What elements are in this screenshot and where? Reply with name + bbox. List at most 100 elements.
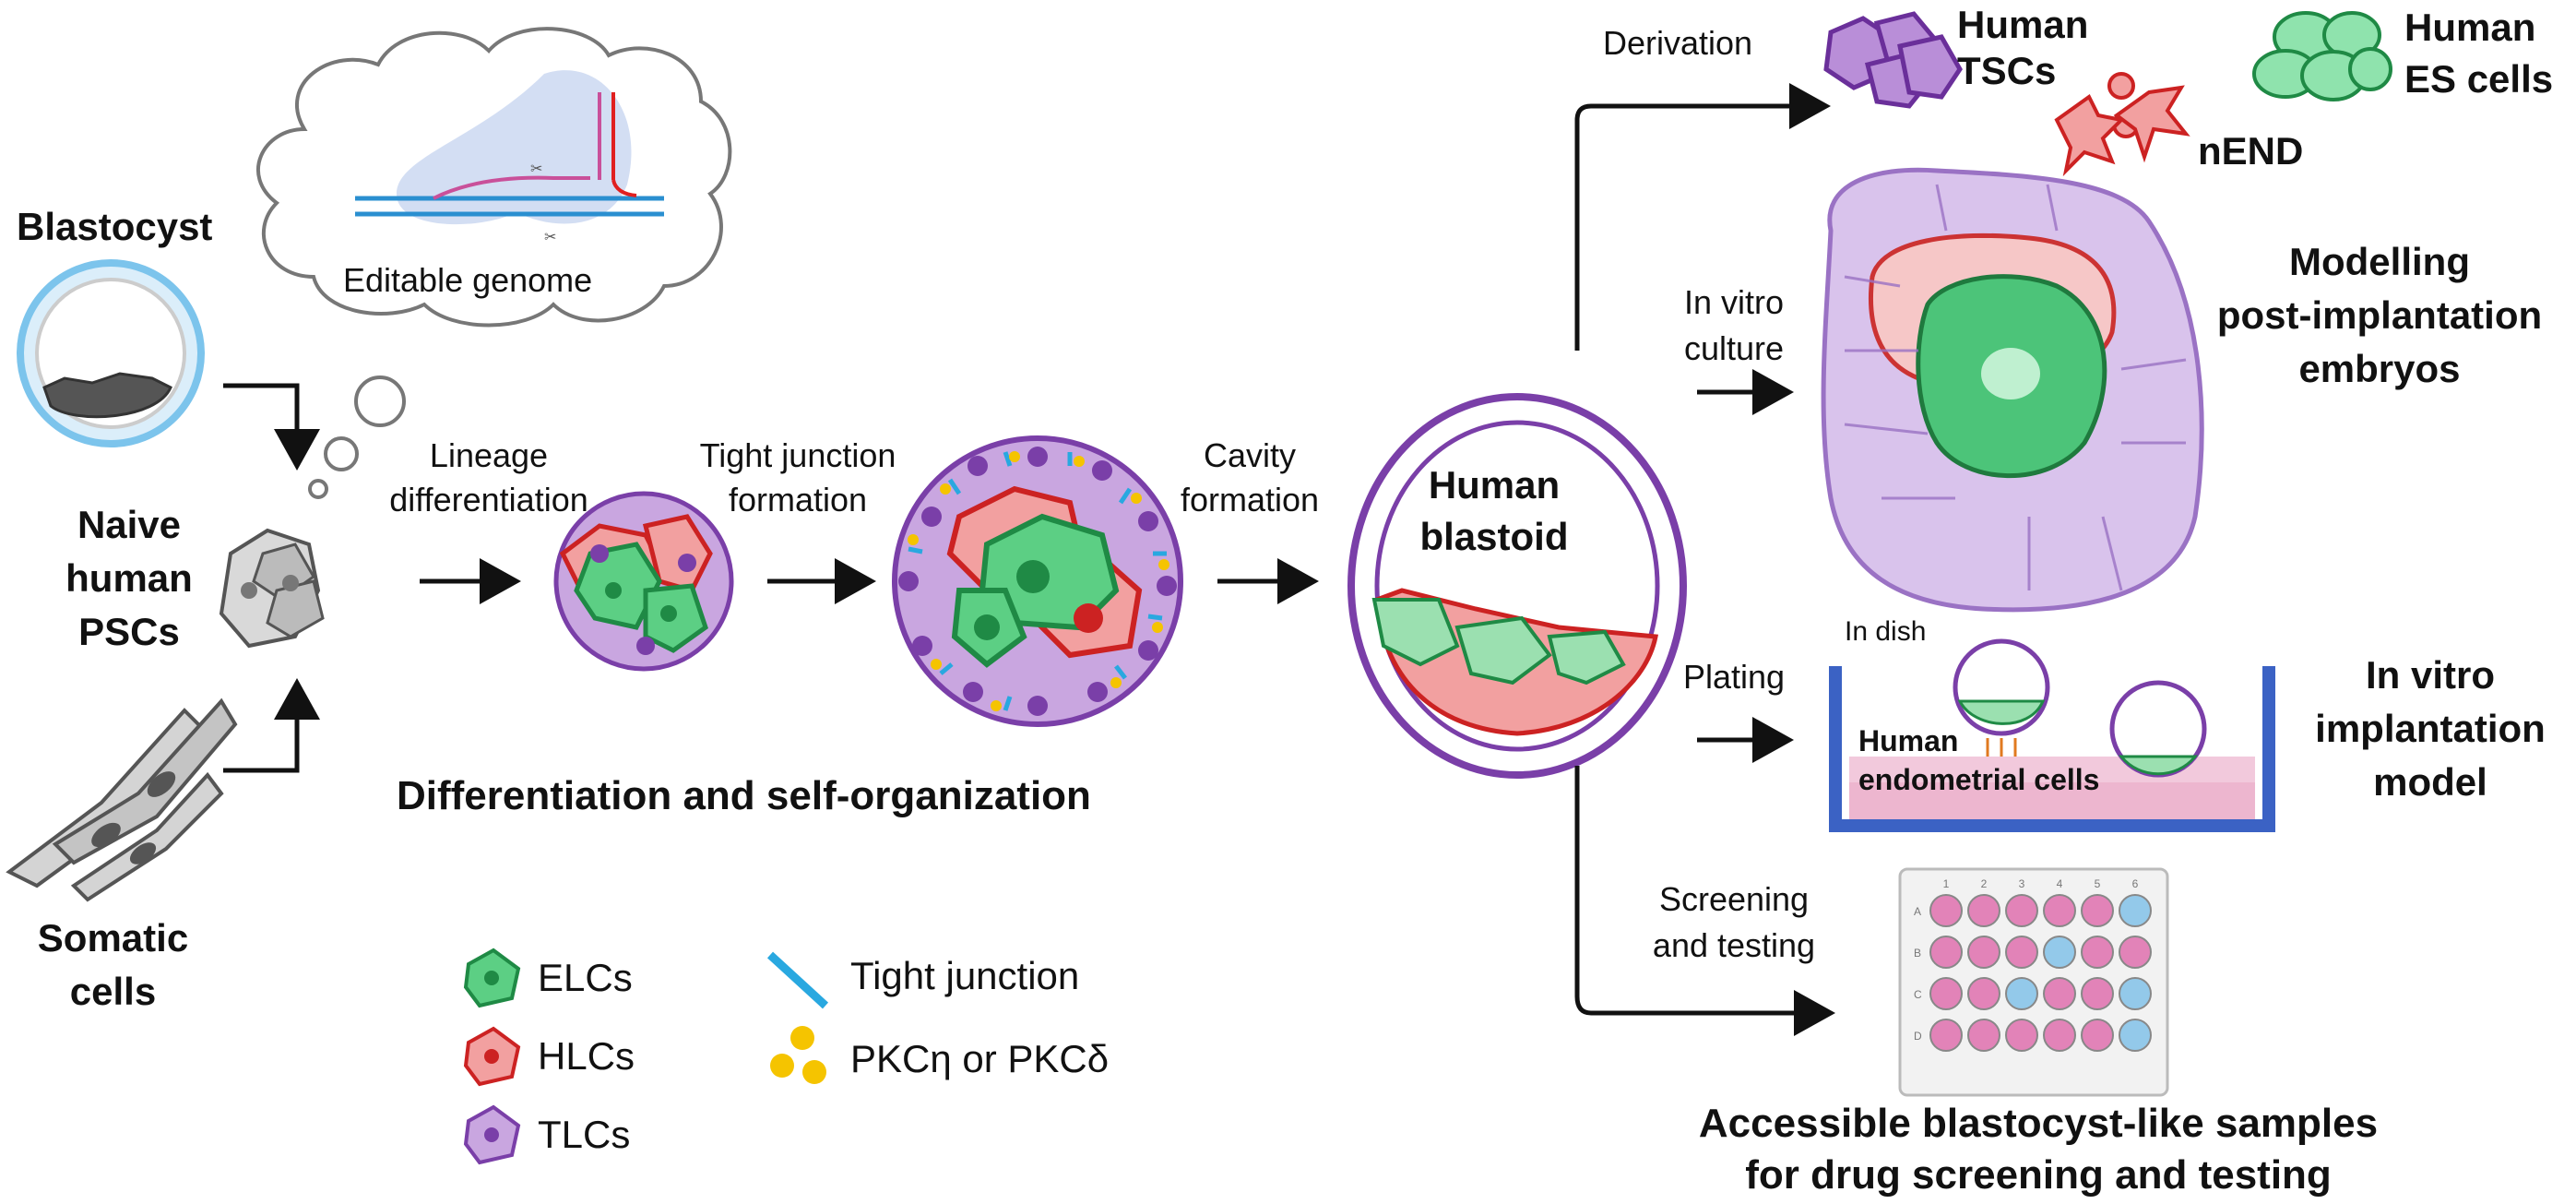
- naive-psc-label: Naive human PSCs: [65, 498, 194, 659]
- plate-well: [2119, 1019, 2152, 1052]
- cavity-line2: formation: [1180, 481, 1320, 519]
- nend-cells-icon: [2054, 72, 2190, 177]
- access-line2: for drug screening and testing: [1745, 1152, 2332, 1198]
- plate-well: [2119, 977, 2152, 1010]
- es-line1: Human: [2404, 6, 2536, 49]
- naive-psc-label-line2: human: [65, 556, 193, 600]
- endo-line1: Human: [1858, 724, 1959, 757]
- pkc-legend-icon: [770, 1026, 826, 1084]
- plate-column-label: 4: [2057, 877, 2063, 890]
- somatic-label-line2: cells: [69, 970, 157, 1013]
- legend-tlcs: TLCs: [538, 1113, 631, 1156]
- plate-row-label: A: [1914, 905, 1921, 918]
- tight-junction-cluster-icon: [892, 435, 1183, 727]
- svg-text:✂: ✂: [530, 161, 542, 177]
- human-tscs-label: Human TSCs: [1957, 2, 2088, 94]
- plate-well: [1967, 1019, 2000, 1052]
- early-cluster-icon: [553, 491, 734, 672]
- cavity-formation-label: Cavity formation: [1157, 434, 1342, 522]
- modelling-line1: Modelling: [2289, 240, 2470, 283]
- plate-well: [1967, 894, 2000, 927]
- plate-well: [2119, 894, 2152, 927]
- plate-row-label: C: [1914, 988, 1922, 1001]
- plate-well: [2043, 936, 2076, 969]
- dna-strand-icon: ✂ ✂: [355, 70, 664, 245]
- plate-well: [2081, 977, 2114, 1010]
- somatic-label-line1: Somatic: [37, 916, 189, 960]
- tight-junction-formation-label: Tight junction formation: [673, 434, 922, 522]
- modelling-line3: embryos: [2298, 347, 2461, 390]
- tight-line1: Tight junction: [699, 436, 896, 474]
- plate-well: [2081, 1019, 2114, 1052]
- derivation-label: Derivation: [1603, 24, 1753, 62]
- invitro-line1: In vitro: [1683, 283, 1785, 321]
- invitro-culture-label: In vitro culture: [1669, 280, 1798, 372]
- es-line2: ES cells: [2404, 57, 2554, 101]
- somatic-cells-icon: [6, 697, 238, 902]
- implant-line2: implantation: [2315, 707, 2546, 750]
- plate-well: [2043, 894, 2076, 927]
- plate-well: [2081, 894, 2114, 927]
- plate-wells: 1 2 3 4 5 6A B C D: [1914, 877, 2152, 1052]
- endo-line2: endometrial cells: [1858, 763, 2100, 796]
- screening-line1: Screening: [1658, 880, 1810, 918]
- implantation-dish-icon: [1829, 638, 2275, 832]
- screening-line2: and testing: [1652, 926, 1816, 964]
- human-es-cells-icon: [2252, 11, 2392, 101]
- blastoid-line1: Human: [1428, 463, 1561, 507]
- plate-well: [2005, 977, 2038, 1010]
- legend-elcs: ELCs: [538, 956, 633, 999]
- in-dish-label: In dish: [1845, 616, 1927, 647]
- access-line1: Accessible blastocyst-like samples: [1698, 1101, 2379, 1146]
- blastoid-line2: blastoid: [1419, 515, 1569, 558]
- plate-well: [2119, 936, 2152, 969]
- implantation-model-label: In vitro implantation model: [2306, 649, 2555, 809]
- legend-pkc: PKCη or PKCδ: [850, 1037, 1110, 1080]
- implant-line1: In vitro: [2365, 653, 2495, 697]
- svg-text:✂: ✂: [544, 230, 556, 245]
- invitro-line2: culture: [1683, 329, 1785, 367]
- accessible-samples-label: Accessible blastocyst-like samples for d…: [1623, 1098, 2453, 1201]
- plate-well: [1967, 936, 2000, 969]
- plate-column-label: 1: [1943, 877, 1950, 890]
- plate-well: [2005, 894, 2038, 927]
- plate-column-label: 2: [1981, 877, 1988, 890]
- section-title: Differentiation and self-organization: [397, 773, 1091, 818]
- plate-well: [1929, 936, 1963, 969]
- legend-icons: [463, 948, 829, 1165]
- plate-well: [2043, 977, 2076, 1010]
- plate-column-label: 6: [2132, 877, 2139, 890]
- plating-label: Plating: [1683, 658, 1786, 696]
- plate-well: [1929, 1019, 1963, 1052]
- modelling-label: Modelling post-implantation embryos: [2190, 235, 2569, 396]
- plate-column-label: 3: [2019, 877, 2025, 890]
- human-es-cells-label: Human ES cells: [2404, 2, 2553, 105]
- human-blastoid-label: Human blastoid: [1402, 459, 1586, 563]
- naive-psc-label-line1: Naive: [77, 503, 182, 546]
- plate-row-label: B: [1914, 947, 1921, 960]
- plate-well: [1929, 977, 1963, 1010]
- implant-line3: model: [2373, 760, 2487, 804]
- plate-row-label: D: [1914, 1030, 1922, 1043]
- endometrial-cells-label: Human endometrial cells: [1858, 721, 2099, 799]
- lineage-line1: Lineage: [429, 436, 549, 474]
- plate-well: [2043, 1019, 2076, 1052]
- lineage-line2: differentiation: [389, 481, 588, 519]
- plate-column-label: 5: [2095, 877, 2101, 890]
- human-tscs-icon: [1823, 11, 1963, 109]
- naive-psc-cluster-icon: [219, 528, 325, 649]
- nend-label: nEND: [2198, 129, 2304, 173]
- blastocyst-label: Blastocyst: [17, 205, 213, 248]
- genome-caption: Editable genome: [343, 261, 593, 299]
- plate-well: [1929, 894, 1963, 927]
- cavity-line1: Cavity: [1203, 436, 1297, 474]
- legend-tight-junction: Tight junction: [850, 954, 1080, 997]
- screening-testing-label: Screening and testing: [1632, 876, 1835, 969]
- somatic-cells-label: Somatic cells: [14, 912, 212, 1019]
- plate-well: [2005, 1019, 2038, 1052]
- post-implantation-embryo-icon: [1821, 167, 2204, 613]
- tscs-line2: TSCs: [1957, 49, 2057, 92]
- blastoid-icon: [1347, 393, 1687, 779]
